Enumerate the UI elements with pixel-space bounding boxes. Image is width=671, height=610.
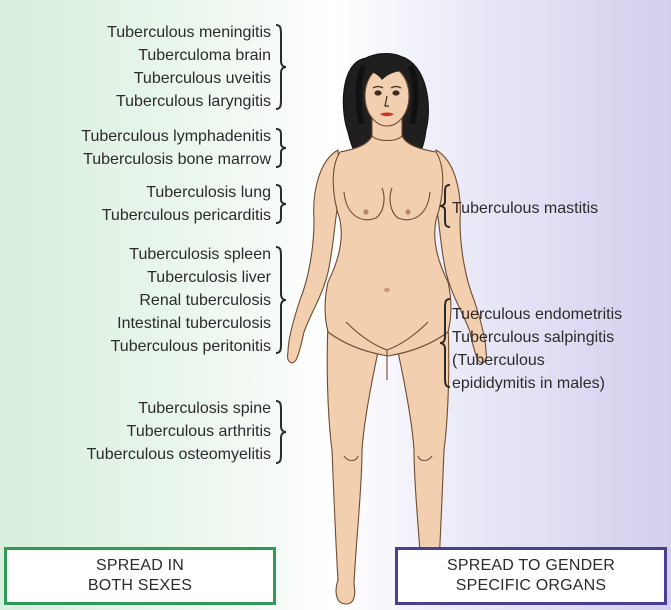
left-leg <box>327 322 378 604</box>
list-item: Tuberculous salpingitis <box>452 326 622 349</box>
navel <box>384 288 390 292</box>
list-item: Tuberculous lymphadenitis <box>81 125 271 148</box>
list-item: epididymitis in males) <box>452 372 622 395</box>
brace-breast <box>438 183 452 229</box>
caption-line: BOTH SEXES <box>7 576 273 596</box>
list-item: Tuberculous laryngitis <box>107 90 271 113</box>
list-item: Tuberculoma brain <box>107 44 271 67</box>
left-group-abdomen: Tuberculosis spleen Tuberculosis liver R… <box>111 243 271 358</box>
list-item: Tuberculous arthritis <box>87 420 271 443</box>
list-item: Tuberculous meningitis <box>107 21 271 44</box>
list-item: Tuberculous pericarditis <box>102 204 271 227</box>
list-item: Tuberculosis liver <box>111 266 271 289</box>
list-item: Tuerculous endometritis <box>452 303 622 326</box>
list-item: Intestinal tuberculosis <box>111 312 271 335</box>
list-item: Tuberculous uveitis <box>107 67 271 90</box>
list-item: Tuberculosis spleen <box>111 243 271 266</box>
left-group-skeleton: Tuberculosis spine Tuberculous arthritis… <box>87 397 271 466</box>
brace-reproductive <box>438 297 452 389</box>
caption-both-sexes: SPREAD IN BOTH SEXES <box>4 547 276 605</box>
caption-gender-specific: SPREAD TO GENDER SPECIFIC ORGANS <box>395 547 667 605</box>
left-group-chest: Tuberculosis lung Tuberculous pericardit… <box>102 181 271 227</box>
list-item: Tuberculous mastitis <box>452 197 598 220</box>
right-group-reproductive: Tuerculous endometritis Tuberculous salp… <box>452 303 622 395</box>
torso <box>325 130 451 356</box>
list-item: Tuberculous peritonitis <box>111 335 271 358</box>
caption-line: SPREAD IN <box>7 556 273 576</box>
brace-neck <box>274 127 288 169</box>
list-item: Tuberculosis bone marrow <box>81 148 271 171</box>
brace-chest <box>274 183 288 225</box>
list-item: Renal tuberculosis <box>111 289 271 312</box>
list-item: (Tuberculous <box>452 349 622 372</box>
caption-line: SPECIFIC ORGANS <box>398 576 664 596</box>
right-group-breast: Tuberculous mastitis <box>452 197 598 220</box>
list-item: Tuberculous osteomyelitis <box>87 443 271 466</box>
caption-line: SPREAD TO GENDER <box>398 556 664 576</box>
list-item: Tuberculosis spine <box>87 397 271 420</box>
brace-skeleton <box>274 399 288 465</box>
brace-abdomen <box>274 245 288 355</box>
left-group-head: Tuberculous meningitis Tuberculoma brain… <box>107 21 271 113</box>
left-group-neck: Tuberculous lymphadenitis Tuberculosis b… <box>81 125 271 171</box>
list-item: Tuberculosis lung <box>102 181 271 204</box>
brace-head <box>274 23 288 111</box>
